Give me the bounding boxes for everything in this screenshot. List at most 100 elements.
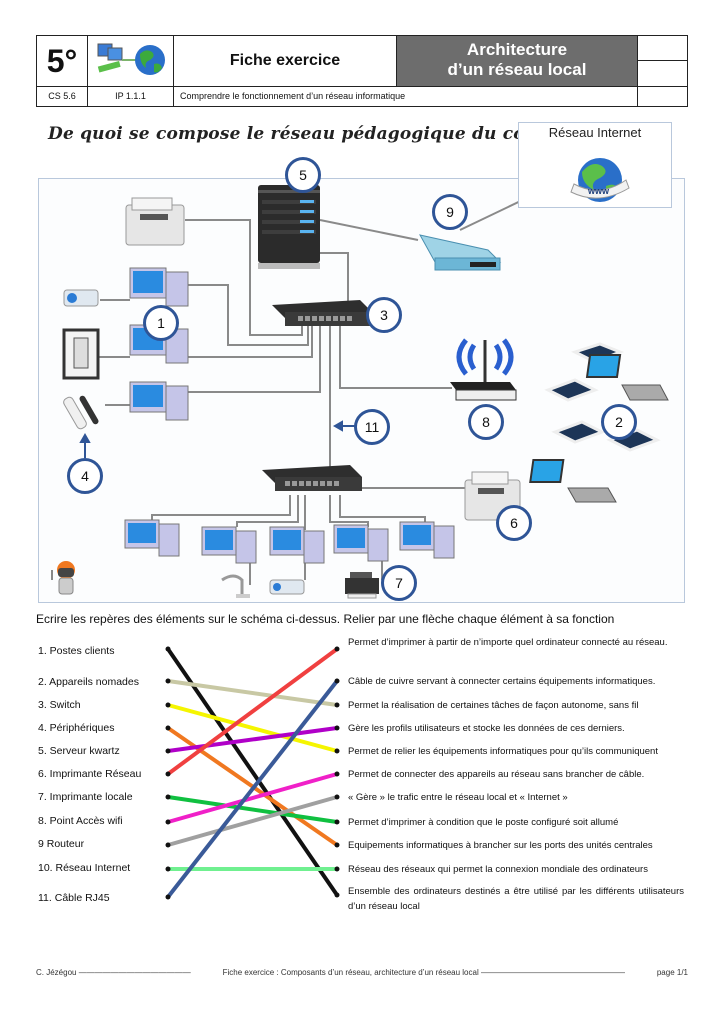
right-anchor-dot[interactable]: [334, 892, 340, 898]
right-anchor-dot[interactable]: [334, 842, 340, 848]
badge-7: 7: [381, 565, 417, 601]
badge-4: 4: [67, 458, 103, 494]
router-icon: [419, 234, 502, 271]
switch-icon: [262, 465, 362, 491]
element-item: 10. Réseau Internet: [38, 862, 131, 874]
left-anchor-dot[interactable]: [165, 866, 171, 872]
element-item: 9 Routeur: [38, 838, 85, 850]
function-item: Ensemble des ordinateurs destinés a être…: [348, 886, 684, 912]
element-item: 2. Appareils nomades: [38, 676, 139, 688]
badge-8: 8: [468, 404, 504, 440]
right-anchor-dot[interactable]: [334, 725, 340, 731]
header-divider: [37, 86, 687, 87]
badge-pointers: [79, 420, 355, 458]
right-anchor-dot[interactable]: [334, 702, 340, 708]
right-anchor-dot[interactable]: [334, 866, 340, 872]
3d-printer-icon: [62, 328, 100, 380]
title-line-1: Architecture: [466, 40, 568, 59]
client-pc-icon: [333, 524, 389, 562]
element-item: 6. Imprimante Réseau: [38, 768, 142, 780]
element-item: 11. Câble RJ45: [38, 892, 110, 904]
projector-icon: [269, 579, 305, 595]
function-item: Gère les profils utilisateurs et stocke …: [348, 723, 625, 734]
function-item: Permet d’imprimer à condition que le pos…: [348, 817, 619, 828]
function-item: Permet d’imprimer à partir de n’importe …: [348, 637, 668, 648]
client-pc-icon: [269, 526, 325, 564]
diagram-question: De quoi se compose le réseau pédagogique…: [48, 124, 589, 144]
client-pc-icon: [399, 521, 455, 559]
wifi-access-point-icon: [450, 338, 517, 401]
ip-code: IP 1.1.1: [88, 86, 174, 106]
function-item: Permet la réalisation de certaines tâche…: [348, 700, 639, 711]
network-printer-icon: [464, 471, 521, 521]
function-item: Permet de connecter des appareils au rés…: [348, 769, 645, 780]
right-anchor-dot[interactable]: [334, 678, 340, 684]
element-item: 5. Serveur kwartz: [38, 745, 120, 757]
title-line-2: d’un réseau local: [447, 60, 587, 79]
right-anchor-dot[interactable]: [334, 819, 340, 825]
left-anchor-dot[interactable]: [165, 678, 171, 684]
footer-author: C. Jézégou ——————————————: [36, 968, 191, 977]
function-item: Permet de relier les équipements informa…: [348, 746, 658, 757]
right-anchor-dot[interactable]: [334, 794, 340, 800]
right-anchor-dot[interactable]: [334, 646, 340, 652]
match-line: [167, 679, 338, 707]
cables: [75, 174, 576, 585]
switch-icon: [272, 300, 372, 326]
left-anchor-dot[interactable]: [165, 894, 171, 900]
function-item: Equipements informatiques à brancher sur…: [348, 840, 653, 851]
badge-11: 11: [354, 409, 390, 445]
left-anchor-dot[interactable]: [165, 725, 171, 731]
document-title: Architecture d’un réseau local: [397, 36, 638, 86]
document-camera-icon: [221, 574, 250, 598]
usb-stick-icon: [63, 395, 99, 430]
badge-9: 9: [432, 194, 468, 230]
footer-title: Fiche exercice : Composants d’un réseau,…: [222, 968, 625, 977]
element-item: 3. Switch: [38, 699, 81, 711]
page-footer: C. Jézégou —————————————— Fiche exercice…: [36, 968, 688, 977]
match-line: [167, 795, 338, 847]
empty-box-1: [638, 36, 687, 61]
client-pc-icon: [129, 381, 189, 421]
local-printer-icon: [345, 572, 379, 599]
mobile-devices-icon: [529, 342, 669, 503]
left-anchor-dot[interactable]: [165, 794, 171, 800]
element-item: 8. Point Accès wifi: [38, 815, 123, 827]
left-anchor-dot[interactable]: [165, 819, 171, 825]
match-line: [166, 647, 339, 897]
client-pc-icon: [124, 519, 180, 557]
left-anchor-dot[interactable]: [165, 646, 171, 652]
footer-page: page 1/1: [656, 968, 688, 977]
match-line: [167, 772, 338, 824]
left-anchor-dot[interactable]: [165, 842, 171, 848]
right-anchor-dot[interactable]: [334, 748, 340, 754]
header-table: 5° Fiche exercice Architecture d’un rése…: [36, 35, 688, 107]
client-pc-icon: [201, 526, 257, 564]
badge-6: 6: [496, 505, 532, 541]
left-anchor-dot[interactable]: [165, 771, 171, 777]
right-anchor-dot[interactable]: [334, 771, 340, 777]
competence-text: Comprendre le fonctionnement d’un réseau…: [174, 86, 638, 106]
left-anchor-dot[interactable]: [165, 702, 171, 708]
badge-2: 2: [601, 404, 637, 440]
network-globe-icon: [88, 36, 174, 86]
match-line: [167, 703, 338, 753]
badge-3: 3: [366, 297, 402, 333]
server-icon: [258, 185, 320, 269]
function-item: Réseau des réseaux qui permet la connexi…: [348, 864, 648, 875]
client-pc-icon: [129, 267, 189, 307]
left-anchor-dot[interactable]: [165, 748, 171, 754]
element-item: 7. Imprimante locale: [38, 791, 133, 803]
grade-level: 5°: [37, 36, 88, 86]
internet-label: Réseau Internet: [548, 125, 642, 140]
function-item: « Gère » le trafic entre le réseau local…: [348, 792, 568, 803]
robot-mascot-icon: [51, 561, 75, 595]
match-line: [166, 647, 339, 776]
match-line: [167, 726, 338, 753]
function-item: Câble de cuivre servant à connecter cert…: [348, 676, 656, 687]
badge-5: 5: [285, 157, 321, 193]
fiche-label: Fiche exercice: [174, 36, 397, 86]
match-line: [167, 795, 338, 824]
